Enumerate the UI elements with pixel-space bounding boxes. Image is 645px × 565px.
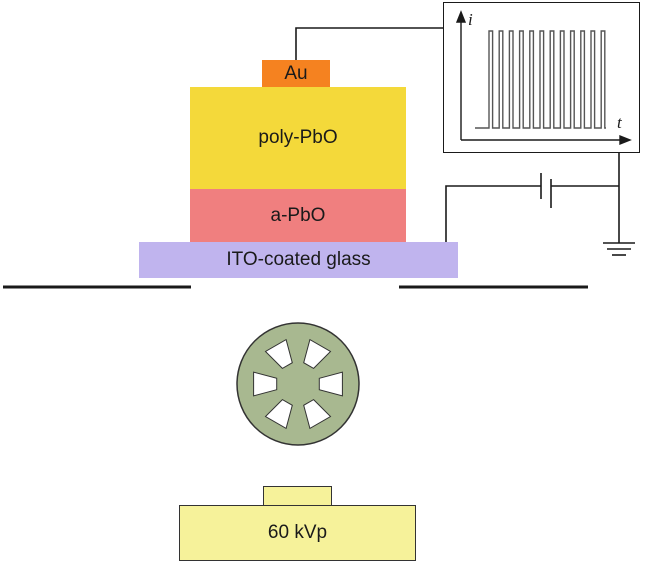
xray-source-housing (179, 505, 416, 561)
a-pbo-layer (190, 189, 406, 242)
au-lead-wire (295, 27, 443, 60)
current-pulse-trace (475, 30, 606, 129)
ito-glass-substrate (139, 242, 458, 278)
scope-y-label: i (468, 10, 473, 29)
source-label: 60 kVp (267, 522, 328, 543)
chopper-slot (253, 371, 278, 397)
scope-x-arrow-icon (619, 134, 632, 146)
chopper-slot (264, 398, 293, 430)
poly-pbo-label: poly-PbO (258, 127, 338, 148)
a-pbo-label: a-PbO (270, 204, 326, 226)
ito-lead-wire (445, 185, 541, 242)
scope-y-arrow-icon (455, 10, 467, 23)
au-electrode-label: Au (284, 62, 308, 84)
chopper-slot (264, 338, 293, 370)
chopper-slot (303, 398, 332, 430)
poly-pbo-layer (190, 87, 406, 189)
chopper-slot (318, 371, 343, 397)
ito-glass-label: ITO-coated glass (226, 249, 371, 270)
chopper-wheel (236, 322, 360, 446)
chopper-slot (303, 338, 332, 370)
au-electrode (262, 60, 330, 87)
scope-x-label: t (617, 113, 623, 132)
